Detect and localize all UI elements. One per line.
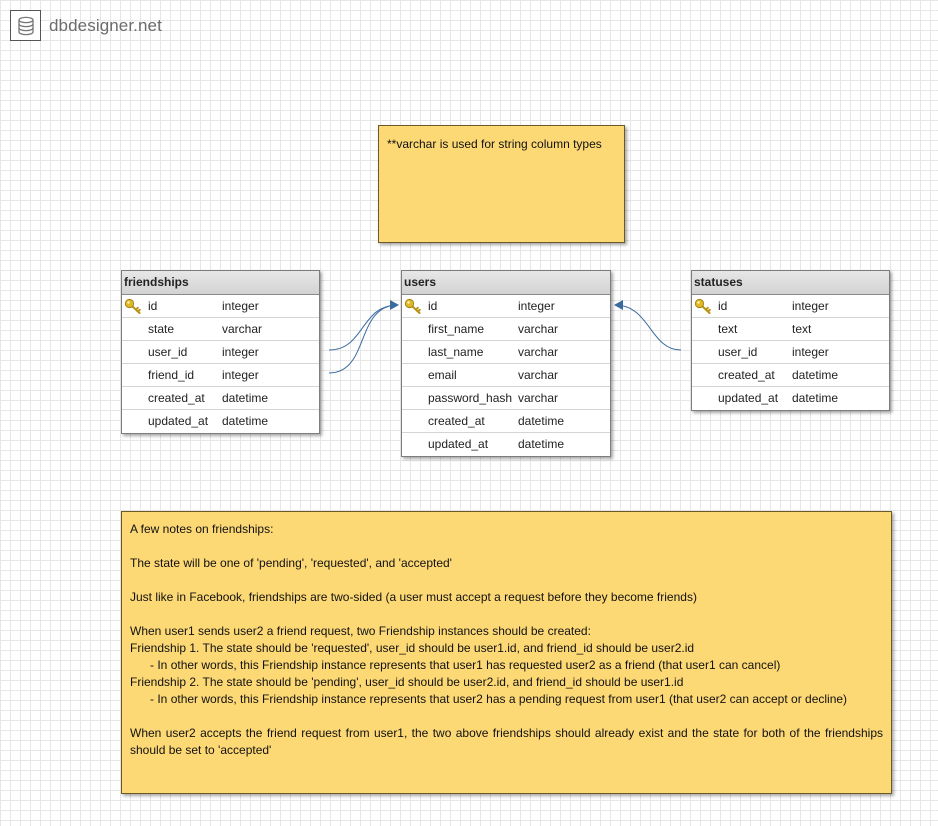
table-statuses[interactable]: statuses id integer text text user_id integer…: [691, 270, 890, 411]
column-name: state: [148, 322, 175, 336]
table-row[interactable]: updated_at datetime: [122, 410, 319, 433]
column-type: integer: [222, 299, 259, 313]
column-type: datetime: [518, 437, 565, 451]
column-type: varchar: [518, 368, 559, 382]
note-line: When user2 accepts the friend request fr…: [130, 726, 887, 757]
table-row[interactable]: friend_id integer: [122, 364, 319, 387]
table-row[interactable]: updated_at datetime: [692, 387, 889, 410]
relation-statuses-user-id: [614, 300, 682, 351]
column-name: updated_at: [148, 414, 209, 428]
note-line: [130, 606, 883, 623]
note-line: **varchar is used for string column type…: [387, 137, 602, 151]
note-varchar[interactable]: **varchar is used for string column type…: [378, 125, 625, 243]
table-row[interactable]: id integer: [402, 295, 610, 318]
column-name: updated_at: [718, 391, 779, 405]
column-name: created_at: [718, 368, 775, 382]
column-type: datetime: [222, 391, 269, 405]
column-name: text: [718, 322, 738, 336]
note-line: When user1 sends user2 a friend request,…: [130, 624, 591, 638]
column-name: id: [148, 299, 158, 313]
table-title[interactable]: statuses: [692, 271, 889, 295]
table-row[interactable]: password_hash varchar: [402, 387, 610, 410]
table-row[interactable]: text text: [692, 318, 889, 341]
column-type: text: [792, 322, 812, 336]
table-row[interactable]: id integer: [122, 295, 319, 318]
note-line: Just like in Facebook, friendships are t…: [130, 590, 697, 604]
column-type: varchar: [518, 391, 559, 405]
table-row[interactable]: created_at datetime: [692, 364, 889, 387]
table-row[interactable]: created_at datetime: [402, 410, 610, 433]
note-line: - In other words, this Friendship instan…: [130, 658, 781, 672]
table-row[interactable]: user_id integer: [692, 341, 889, 364]
note-friendships[interactable]: A few notes on friendships: The state wi…: [121, 511, 892, 794]
note-line: A few notes on friendships:: [130, 522, 274, 536]
note-line: [130, 538, 883, 555]
table-row[interactable]: id integer: [692, 295, 889, 318]
column-type: varchar: [518, 322, 559, 336]
relation-friendships-user-id: [328, 300, 399, 351]
table-row[interactable]: first_name varchar: [402, 318, 610, 341]
note-line: Friendship 2. The state should be 'pendi…: [130, 675, 684, 689]
table-row[interactable]: user_id integer: [122, 341, 319, 364]
column-type: integer: [792, 299, 829, 313]
column-type: integer: [792, 345, 829, 359]
table-title[interactable]: friendships: [122, 271, 319, 295]
column-type: datetime: [792, 368, 839, 382]
column-type: datetime: [222, 414, 269, 428]
column-type: varchar: [222, 322, 263, 336]
column-name: user_id: [148, 345, 188, 359]
database-icon: [10, 10, 41, 41]
note-line: [130, 572, 883, 589]
table-friendships[interactable]: friendships id integer state varchar user_id…: [121, 270, 320, 434]
table-row[interactable]: email varchar: [402, 364, 610, 387]
table-row[interactable]: last_name varchar: [402, 341, 610, 364]
note-friendships-text: A few notes on friendships: The state wi…: [130, 521, 883, 759]
note-line: The state will be one of 'pending', 'req…: [130, 556, 452, 570]
note-line: Friendship 1. The state should be 'reque…: [130, 641, 695, 655]
column-name: friend_id: [148, 368, 195, 382]
column-name: id: [428, 299, 438, 313]
note-line: - In other words, this Friendship instan…: [130, 692, 848, 706]
column-name: created_at: [148, 391, 205, 405]
column-type: datetime: [792, 391, 839, 405]
column-type: integer: [518, 299, 555, 313]
table-row[interactable]: updated_at datetime: [402, 433, 610, 456]
column-type: integer: [222, 368, 259, 382]
table-row[interactable]: state varchar: [122, 318, 319, 341]
column-name: email: [428, 368, 457, 382]
column-type: varchar: [518, 345, 559, 359]
column-name: last_name: [428, 345, 484, 359]
column-name: updated_at: [428, 437, 489, 451]
relation-friendships-friend-id: [328, 304, 399, 374]
column-name: password_hash: [428, 391, 513, 405]
column-name: created_at: [428, 414, 485, 428]
column-name: first_name: [428, 322, 485, 336]
primary-key-icon: [404, 298, 421, 314]
table-title[interactable]: users: [402, 271, 610, 295]
column-name: id: [718, 299, 728, 313]
column-type: integer: [222, 345, 259, 359]
note-varchar-text: **varchar is used for string column type…: [387, 136, 616, 153]
note-line: [130, 708, 883, 725]
column-name: user_id: [718, 345, 758, 359]
logo-text: dbdesigner.net: [49, 15, 162, 35]
app-logo[interactable]: dbdesigner.net: [10, 10, 162, 41]
primary-key-icon: [124, 298, 141, 314]
primary-key-icon: [694, 298, 711, 314]
column-type: datetime: [518, 414, 565, 428]
table-row[interactable]: created_at datetime: [122, 387, 319, 410]
